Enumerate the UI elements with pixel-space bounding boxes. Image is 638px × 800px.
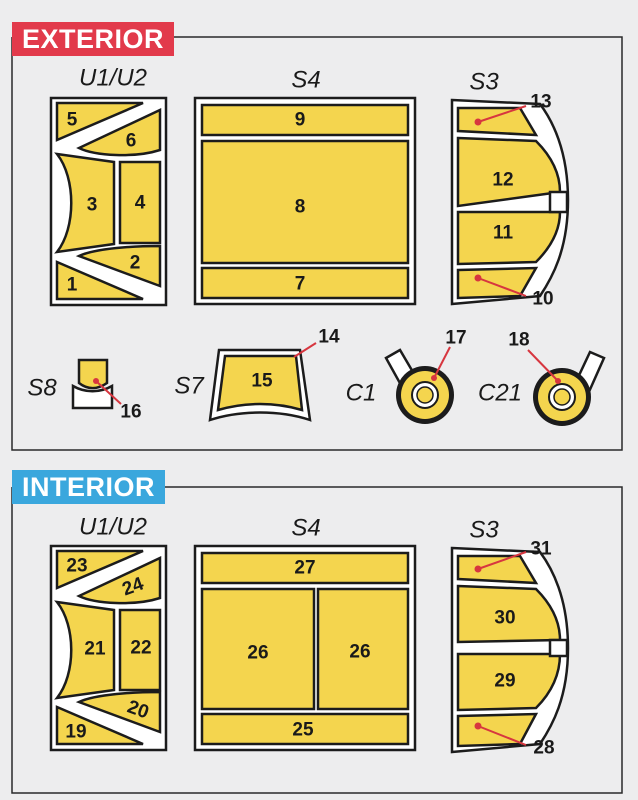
label-u1u2-interior: U1/U2 — [79, 514, 147, 541]
label-c1: C1 — [346, 380, 377, 407]
panel-1 — [55, 260, 144, 301]
leader-14 — [293, 342, 317, 358]
panel-27 — [200, 551, 410, 585]
leader-31 — [477, 551, 527, 570]
panel-7 — [200, 266, 410, 300]
panel-16 — [77, 358, 109, 390]
number-5: 5 — [67, 110, 78, 131]
number-31: 31 — [530, 539, 552, 560]
panel-31 — [456, 554, 539, 585]
label-s3-interior: S3 — [469, 517, 499, 544]
label-s7: S7 — [174, 373, 205, 400]
panel-22 — [118, 608, 162, 692]
panel-26-left — [200, 587, 316, 711]
panel-4 — [118, 160, 162, 245]
part-u1u2-exterior — [49, 96, 168, 307]
leader-13 — [477, 105, 527, 123]
leader-17 — [433, 346, 451, 379]
number-26-left: 26 — [247, 643, 268, 664]
number-26-right: 26 — [349, 642, 370, 663]
panel-17 — [416, 386, 434, 404]
number-1: 1 — [67, 275, 78, 296]
panel-24 — [76, 556, 162, 605]
number-18: 18 — [508, 330, 529, 351]
label-s4-interior: S4 — [291, 515, 320, 542]
panel-2 — [75, 244, 162, 288]
panel-21 — [54, 600, 116, 700]
part-u1u2-interior — [49, 544, 168, 752]
number-3: 3 — [87, 195, 98, 216]
number-19: 19 — [65, 722, 86, 743]
part-s3-interior — [450, 546, 570, 754]
exterior-frame — [11, 36, 623, 451]
label-u1u2-exterior: U1/U2 — [79, 65, 147, 92]
panel-18 — [553, 388, 571, 406]
leader-28 — [477, 725, 527, 746]
panel-23 — [55, 549, 144, 590]
number-27: 27 — [294, 558, 315, 579]
panel-5 — [55, 101, 144, 142]
number-29: 29 — [494, 671, 515, 692]
panel-6 — [76, 108, 162, 157]
panel-19 — [55, 705, 144, 746]
number-7: 7 — [295, 274, 306, 295]
number-30: 30 — [494, 608, 515, 629]
interior-frame — [11, 486, 623, 794]
number-17: 17 — [445, 328, 466, 349]
part-c21-wheel — [533, 350, 606, 426]
number-14: 14 — [318, 327, 340, 348]
number-25: 25 — [292, 720, 314, 741]
label-c21: C21 — [478, 380, 522, 407]
panel-8 — [200, 139, 410, 265]
number-12: 12 — [492, 170, 513, 191]
part-c1-wheel — [384, 348, 454, 424]
label-s8: S8 — [27, 375, 57, 402]
leader-18 — [527, 349, 559, 382]
panel-15 — [216, 354, 304, 412]
panel-26-right — [316, 587, 410, 711]
number-13: 13 — [530, 92, 551, 113]
s3-tab — [548, 190, 569, 214]
part-s4-interior — [193, 544, 417, 752]
part-s4-exterior — [193, 96, 417, 306]
s3-tab-interior — [548, 638, 569, 658]
interior-header: INTERIOR — [12, 470, 166, 504]
number-6: 6 — [126, 131, 137, 152]
number-28: 28 — [533, 738, 554, 759]
number-8: 8 — [295, 197, 306, 218]
label-s3-exterior: S3 — [469, 69, 499, 96]
number-11: 11 — [493, 223, 514, 244]
panel-28 — [456, 712, 539, 748]
panel-13 — [456, 106, 539, 137]
number-2: 2 — [130, 253, 141, 274]
number-22: 22 — [130, 638, 151, 659]
panel-20 — [75, 690, 162, 734]
number-23: 23 — [66, 556, 87, 577]
part-s7 — [208, 348, 312, 422]
number-15: 15 — [251, 371, 273, 392]
leader-16 — [95, 380, 122, 405]
part-s8 — [71, 358, 114, 410]
leader-10 — [477, 277, 527, 297]
panel-3 — [54, 152, 116, 254]
number-4: 4 — [135, 193, 146, 214]
number-16: 16 — [120, 402, 141, 423]
number-10: 10 — [532, 289, 553, 310]
number-9: 9 — [295, 110, 306, 131]
part-s3-exterior — [450, 98, 570, 306]
panel-11 — [456, 210, 562, 266]
label-s4-exterior: S4 — [291, 67, 320, 94]
exterior-header: EXTERIOR — [12, 22, 175, 56]
number-21: 21 — [84, 639, 106, 660]
panel-25 — [200, 712, 410, 746]
panel-9 — [200, 103, 410, 137]
